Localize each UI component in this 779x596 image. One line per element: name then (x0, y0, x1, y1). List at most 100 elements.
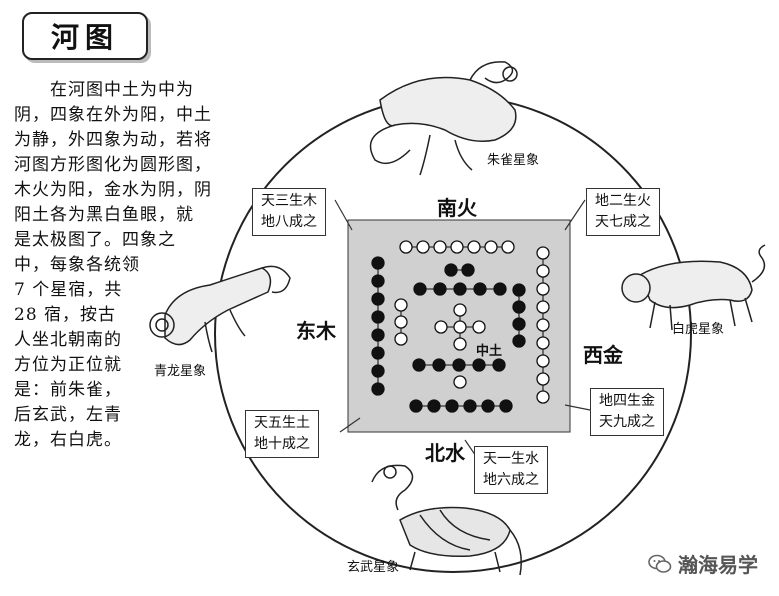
white-dot-center-cross (453, 337, 467, 351)
callout-line: 地六成之 (483, 472, 539, 488)
callout-line: 地十成之 (254, 436, 310, 452)
vermilion-bird-illustration (369, 61, 518, 176)
white-dot-south-outer (399, 240, 413, 254)
black-dot-south-inner (461, 263, 475, 277)
white-dot-west-outer (536, 354, 550, 368)
paragraph-line: 在河图中土为中为 (14, 80, 194, 100)
white-dot-south-outer (433, 240, 447, 254)
paragraph-line: 木火为阳，金水为阴，阴 (14, 180, 212, 200)
white-dot-center-cross (472, 320, 486, 334)
center-square (347, 219, 571, 433)
title-box: 河图 (22, 12, 148, 60)
paragraph-line: 阳土各为黑白鱼眼，就 (14, 205, 194, 225)
black-dot-east-outer (371, 310, 385, 324)
black-dot-center-bottom-bar (432, 358, 446, 372)
black-dot-center-bottom-bar (492, 358, 506, 372)
black-dot-west-inner (512, 334, 526, 348)
paragraph-line: 7 个星宿，共 (14, 280, 123, 300)
callout-top-right: 地二生火 天七成之 (586, 188, 660, 236)
direction-east: 东木 (296, 319, 336, 343)
callout-line: 地四生金 (599, 393, 655, 409)
white-dot-south-outer (467, 240, 481, 254)
white-dot-west-outer (536, 372, 550, 386)
white-tiger-illustration (621, 244, 766, 331)
black-dot-center-top-bar (493, 282, 507, 296)
black-dot-north-outer (481, 399, 495, 413)
white-tiger-label: 白虎星象 (672, 322, 725, 337)
callout-bottom-left: 天五生土 地十成之 (245, 410, 319, 458)
black-dot-south-inner (444, 263, 458, 277)
white-dot-west-outer (536, 246, 550, 260)
white-dot-west-outer (536, 336, 550, 350)
white-dot-south-outer (484, 240, 498, 254)
paragraph-line: 方位为正位就 (14, 355, 122, 375)
watermark-text: 瀚海易学 (678, 553, 758, 577)
black-dot-east-outer (371, 328, 385, 342)
white-dot-center-cross (453, 320, 467, 334)
white-dot-west-outer (536, 282, 550, 296)
callout-line: 天三生木 (261, 193, 317, 209)
page-title: 河图 (50, 21, 119, 54)
white-dot-center-cross (453, 303, 467, 317)
watermark: 瀚海易学 (648, 549, 758, 578)
paragraph-line: 是太极图了。四象之 (14, 230, 176, 250)
paragraph-line: 中，每象各统领 (14, 255, 140, 275)
callout-bottom: 天一生水 地六成之 (474, 446, 548, 494)
callout-pointer-right (564, 404, 591, 411)
callout-top-left: 天三生木 地八成之 (252, 188, 326, 236)
white-dot-east-inner (394, 315, 408, 329)
callout-line: 天七成之 (595, 214, 651, 230)
white-dot-east-inner (394, 298, 408, 312)
black-dot-center-top-bar (413, 282, 427, 296)
callout-right: 地四生金 天九成之 (590, 388, 664, 436)
direction-west: 西金 (583, 343, 623, 367)
center-earth-label: 中土 (476, 344, 503, 359)
azure-dragon-label: 青龙星象 (154, 364, 207, 379)
black-dot-west-inner (512, 300, 526, 314)
paragraph-line: 阴，四象在外为阳，中土 (14, 105, 212, 125)
vermilion-bird-label: 朱雀星象 (487, 153, 540, 168)
black-dot-east-outer (371, 292, 385, 306)
paragraph-line: 龙，右白虎。 (14, 430, 122, 450)
black-dot-center-bottom-bar (452, 358, 466, 372)
black-dot-east-outer (371, 256, 385, 270)
white-dot-center-cross (434, 320, 448, 334)
paragraph-line: 后玄武，左青 (14, 405, 122, 425)
black-dot-center-top-bar (453, 282, 467, 296)
white-dot-south-outer (416, 240, 430, 254)
azure-dragon-illustration (149, 265, 291, 353)
paragraph-line: 28 宿，按古 (14, 305, 117, 325)
hetu-dots (371, 240, 550, 413)
black-dot-north-outer (463, 399, 477, 413)
black-tortoise-illustration (371, 464, 522, 576)
wechat-icon (648, 554, 672, 573)
black-dot-east-outer (371, 382, 385, 396)
white-dot-south-outer (501, 240, 515, 254)
callout-line: 天五生土 (254, 415, 310, 431)
black-dot-west-inner (512, 283, 526, 297)
black-dot-north-outer (499, 399, 513, 413)
black-tortoise-label: 玄武星象 (347, 560, 400, 575)
black-dot-north-outer (427, 399, 441, 413)
callout-line: 地八成之 (261, 214, 317, 230)
callout-pointer-bottom-left (339, 417, 361, 433)
callout-line: 天九成之 (599, 414, 655, 430)
black-dot-north-outer (445, 399, 459, 413)
black-dot-west-inner (512, 317, 526, 331)
black-dot-center-top-bar (433, 282, 447, 296)
white-dot-west-outer (536, 300, 550, 314)
callout-pointer-top-right (564, 199, 586, 231)
direction-north: 北水 (425, 441, 465, 465)
white-dot-west-outer (536, 318, 550, 332)
paragraph-line: 人坐北朝南的 (14, 330, 122, 350)
black-dot-center-bottom-bar (472, 358, 486, 372)
paragraph-line: 河图方形图化为圆形图， (14, 155, 212, 175)
white-dot-north-inner (453, 375, 467, 389)
black-dot-north-outer (409, 399, 423, 413)
callout-pointer-top-left (334, 199, 353, 231)
black-dot-east-outer (371, 346, 385, 360)
white-dot-west-outer (536, 264, 550, 278)
callout-line: 天一生水 (483, 451, 539, 467)
black-dot-east-outer (371, 274, 385, 288)
